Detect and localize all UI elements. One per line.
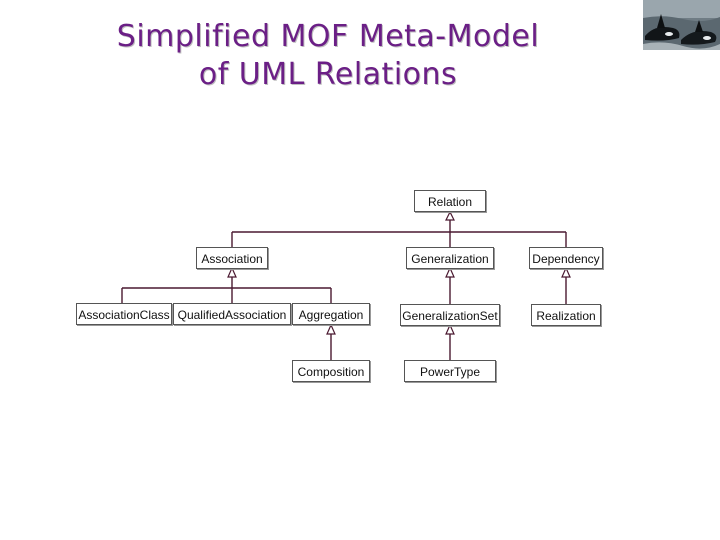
orca-whales-photo xyxy=(643,0,720,50)
node-dependency: Dependency xyxy=(529,247,603,269)
node-power-type: PowerType xyxy=(404,360,496,382)
node-aggregation: Aggregation xyxy=(292,303,370,325)
node-association-class: AssociationClass xyxy=(76,303,172,325)
node-realization: Realization xyxy=(531,304,601,326)
node-composition: Composition xyxy=(292,360,370,382)
title-line-2: of UML Relations xyxy=(198,57,458,92)
orca-photo-image xyxy=(643,0,720,50)
inheritance-arrowhead-generalization xyxy=(445,266,455,278)
inheritance-arrowhead-relation xyxy=(445,210,455,221)
node-generalization: Generalization xyxy=(406,247,494,269)
node-qualified-association: QualifiedAssociation xyxy=(173,303,291,325)
inheritance-arrowhead-association xyxy=(227,266,237,278)
title-line-1: Simplified MOF Meta-Model xyxy=(116,19,540,54)
inheritance-arrowhead-aggregation xyxy=(326,323,336,335)
node-relation: Relation xyxy=(414,190,486,212)
inheritance-arrowhead-generalization-set xyxy=(445,323,455,335)
inheritance-arrowhead-dependency xyxy=(561,266,571,278)
slide-title: Simplified MOF Meta-Model of UML Relatio… xyxy=(0,18,656,94)
node-generalization-set: GeneralizationSet xyxy=(400,304,500,326)
node-association: Association xyxy=(196,247,268,269)
